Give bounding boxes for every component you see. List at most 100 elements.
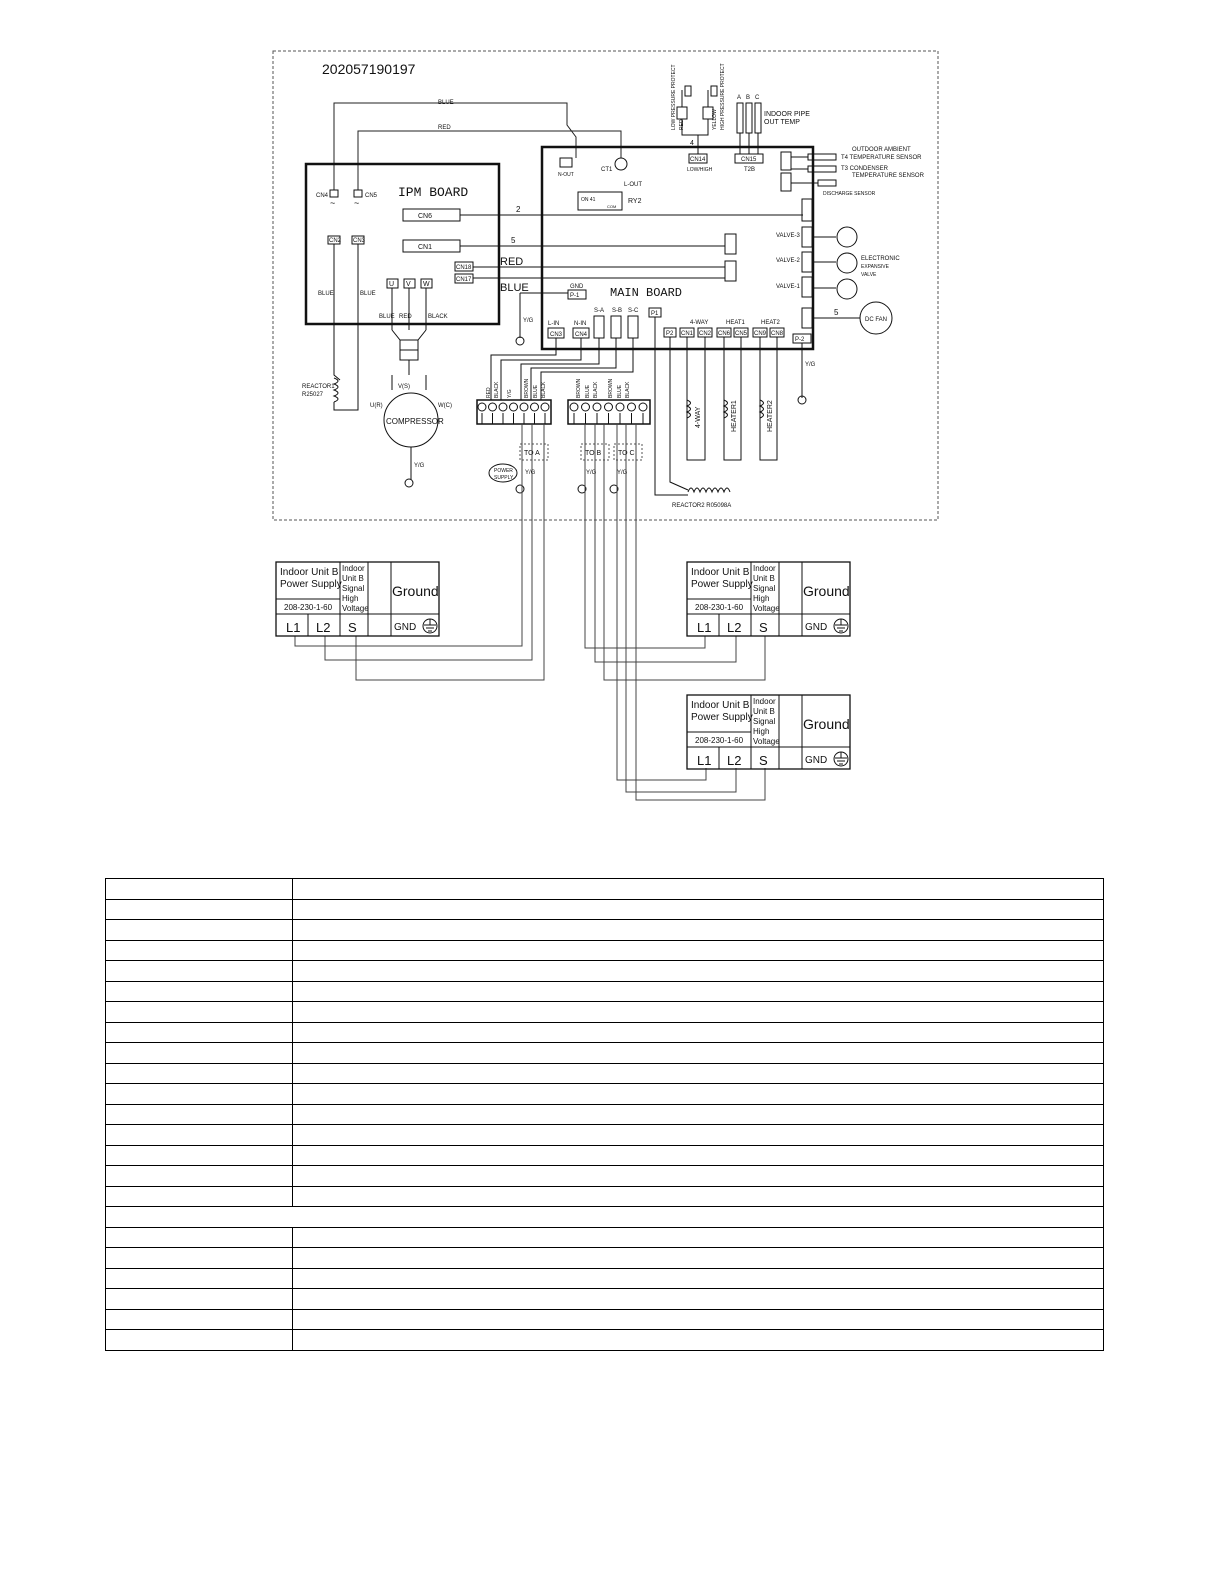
indoor-unit-power: Power Supply bbox=[280, 579, 342, 590]
terminal-screw bbox=[519, 402, 529, 412]
svg-text:5: 5 bbox=[511, 236, 516, 245]
field-wiring bbox=[294, 424, 766, 801]
svg-text:COM: COM bbox=[607, 204, 616, 209]
table-cell-code bbox=[105, 1103, 293, 1125]
svg-text:ON 41: ON 41 bbox=[581, 197, 596, 203]
terminal-screw bbox=[569, 402, 579, 412]
wire-red-label: RED bbox=[438, 125, 451, 131]
table-row bbox=[105, 1185, 1104, 1207]
svg-text:Y/G: Y/G bbox=[525, 470, 536, 476]
svg-text:BLUE: BLUE bbox=[379, 314, 395, 320]
svg-text:C: C bbox=[755, 95, 760, 101]
terminal-l2: L2 bbox=[316, 620, 330, 635]
svg-text:BLUE: BLUE bbox=[318, 291, 334, 297]
svg-text:BLUE: BLUE bbox=[533, 384, 539, 398]
svg-text:W(C): W(C) bbox=[438, 403, 452, 409]
table-cell-description bbox=[292, 1308, 1104, 1330]
svg-text:BROWN: BROWN bbox=[524, 378, 530, 398]
svg-text:CN17: CN17 bbox=[456, 277, 472, 283]
svg-text:RED: RED bbox=[399, 314, 412, 320]
svg-text:CN1: CN1 bbox=[418, 244, 432, 251]
svg-text:V(S): V(S) bbox=[398, 384, 410, 390]
svg-text:EXPANSIVE: EXPANSIVE bbox=[861, 264, 890, 270]
table-row bbox=[105, 1165, 1104, 1187]
table-cell-description bbox=[292, 960, 1104, 982]
table-cell-description bbox=[292, 898, 1104, 920]
svg-text:N-OUT: N-OUT bbox=[558, 172, 574, 178]
table-cell-description bbox=[292, 919, 1104, 941]
svg-text:S-A: S-A bbox=[594, 308, 604, 314]
terminal-gnd: GND bbox=[394, 622, 416, 633]
svg-text:B: B bbox=[746, 95, 750, 101]
table-cell-description bbox=[292, 939, 1104, 961]
indoor-unit-rating: 208-230-1-60 bbox=[695, 736, 744, 745]
signal-label: High bbox=[342, 594, 358, 603]
table-row bbox=[105, 1206, 1104, 1228]
terminal-gnd: GND bbox=[805, 622, 827, 633]
indoor-unit-box: Indoor Unit B Power Supply 208-230-1-60 … bbox=[275, 561, 440, 637]
valves: ELECTRONIC EXPANSIVE VALVE 5 DC FAN Y/G bbox=[797, 226, 900, 405]
svg-text:CN6: CN6 bbox=[418, 213, 432, 220]
signal-label: Indoor bbox=[753, 564, 776, 573]
svg-text:LOW/HIGH: LOW/HIGH bbox=[687, 167, 713, 173]
svg-text:Y/G: Y/G bbox=[523, 318, 534, 324]
svg-text:CN2: CN2 bbox=[329, 238, 342, 244]
table-row bbox=[105, 1083, 1104, 1105]
svg-text:TEMPERATURE SENSOR: TEMPERATURE SENSOR bbox=[852, 173, 925, 179]
table-cell-code bbox=[105, 1226, 293, 1248]
svg-text:T3 CONDENSER: T3 CONDENSER bbox=[841, 166, 889, 172]
svg-text:Y/G: Y/G bbox=[805, 362, 816, 368]
table-row bbox=[105, 1124, 1104, 1146]
svg-text:LOW PRESSURE PROTECT: LOW PRESSURE PROTECT bbox=[671, 64, 677, 130]
svg-text:HEAT1: HEAT1 bbox=[726, 320, 746, 326]
indoor-unit-box: Indoor Unit B Power Supply 208-230-1-60 … bbox=[686, 561, 851, 637]
terminal-gnd: GND bbox=[805, 755, 827, 766]
terminal-s: S bbox=[759, 753, 768, 768]
table-cell-description bbox=[292, 1103, 1104, 1125]
table-cell-code bbox=[105, 1308, 293, 1330]
signal-label: Unit B bbox=[342, 574, 364, 583]
table-cell-code bbox=[105, 1165, 293, 1187]
svg-text:CN6: CN6 bbox=[718, 331, 731, 337]
table-row bbox=[105, 1021, 1104, 1043]
terminal-screw bbox=[604, 402, 613, 412]
indoor-unit-title: Indoor Unit B bbox=[280, 567, 339, 578]
svg-text:R25027: R25027 bbox=[302, 392, 324, 398]
svg-text:N-IN: N-IN bbox=[574, 321, 586, 327]
svg-text:VALVE-3: VALVE-3 bbox=[776, 233, 800, 239]
table-row bbox=[105, 1226, 1104, 1248]
ground-label: Ground bbox=[803, 716, 850, 732]
table-cell-code bbox=[105, 980, 293, 1002]
svg-text:POWER: POWER bbox=[494, 468, 513, 474]
svg-text:BLACK: BLACK bbox=[593, 381, 599, 398]
svg-text:U: U bbox=[389, 281, 394, 288]
svg-text:BLACK: BLACK bbox=[541, 381, 547, 398]
reactor2: REACTOR2 R05098A bbox=[654, 317, 731, 509]
svg-text:CN14: CN14 bbox=[690, 157, 706, 163]
blue-wire-label: BLUE bbox=[500, 282, 529, 294]
table-cell-code bbox=[105, 960, 293, 982]
table-row bbox=[105, 1308, 1104, 1330]
svg-text:CN8: CN8 bbox=[771, 331, 784, 337]
terminal-screw bbox=[498, 402, 508, 412]
indoor-pipe-sensors: A B C INDOOR PIPE OUT TEMP bbox=[736, 95, 810, 154]
svg-text:ELECTRONIC: ELECTRONIC bbox=[861, 256, 900, 262]
svg-text:P2: P2 bbox=[666, 331, 674, 337]
svg-text:P-2: P-2 bbox=[795, 337, 805, 343]
table-row bbox=[105, 898, 1104, 920]
compressor[interactable]: COMPRESSOR V(S) U(R) W(C) Y/G bbox=[370, 288, 452, 488]
table-cell-description bbox=[292, 1247, 1104, 1269]
table-row bbox=[105, 1001, 1104, 1023]
ipm-board: IPM BOARD CN4 ~ CN5 ~ CN6 CN1 CN2 CN3 BL… bbox=[304, 162, 501, 326]
svg-text:MAIN BOARD: MAIN BOARD bbox=[610, 286, 682, 300]
table-cell-description bbox=[292, 1021, 1104, 1043]
svg-text:CN9: CN9 bbox=[754, 331, 767, 337]
table-cell-description bbox=[292, 1288, 1104, 1310]
svg-text:CN4: CN4 bbox=[575, 332, 588, 338]
svg-text:~: ~ bbox=[330, 198, 335, 208]
signal-label: High bbox=[753, 727, 769, 736]
svg-text:BLACK: BLACK bbox=[428, 314, 448, 320]
wire-blue-top bbox=[333, 102, 577, 190]
svg-text:CN4: CN4 bbox=[316, 193, 329, 199]
ground-label: Ground bbox=[392, 583, 439, 599]
